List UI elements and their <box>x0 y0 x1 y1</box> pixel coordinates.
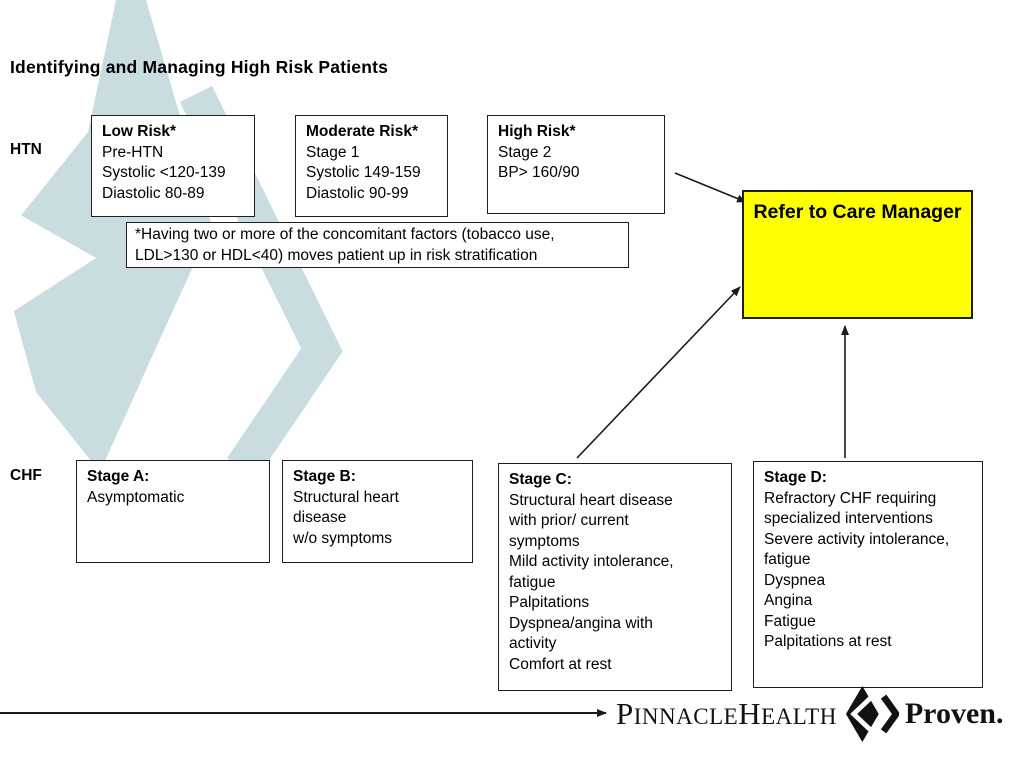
htn-low-risk-box: Low Risk* Pre-HTN Systolic <120-139 Dias… <box>91 115 255 217</box>
brand-pinnaclehealth-wordmark: PINNACLEHEALTH <box>616 696 837 731</box>
chf-stage-d-body: Refractory CHF requiring specialized int… <box>764 489 950 651</box>
htn-low-risk-title: Low Risk* <box>102 123 177 140</box>
htn-moderate-risk-title: Moderate Risk* <box>306 123 418 140</box>
htn-moderate-risk-body: Stage 1 Systolic 149-159 Diastolic 90-99 <box>306 143 421 202</box>
chf-stage-b-body: Structural heart disease w/o symptoms <box>293 488 399 547</box>
chf-stage-c-box: Stage C: Structural heart disease with p… <box>498 463 732 691</box>
pinnaclehealth-diamond-icon <box>845 686 899 742</box>
chf-row-label: CHF <box>10 467 42 484</box>
brand-proven-wordmark: Proven. <box>904 697 1004 730</box>
chf-stage-a-title: Stage A: <box>87 468 150 485</box>
chf-stage-b-box: Stage B: Structural heart disease w/o sy… <box>282 460 473 563</box>
htn-moderate-risk-box: Moderate Risk* Stage 1 Systolic 149-159 … <box>295 115 448 217</box>
htn-row-label: HTN <box>10 141 42 158</box>
risk-footnote-text: *Having two or more of the concomitant f… <box>135 226 555 264</box>
chf-stage-b-title: Stage B: <box>293 468 356 485</box>
arrow-stagec-to-refer <box>576 286 741 459</box>
chf-stage-a-box: Stage A: Asymptomatic <box>76 460 270 563</box>
footer-brand: PINNACLEHEALTH Proven. <box>616 686 1020 742</box>
refer-to-care-manager-box: Refer to Care Manager <box>742 190 973 319</box>
chf-stage-d-title: Stage D: <box>764 469 827 486</box>
htn-high-risk-box: High Risk* Stage 2 BP> 160/90 <box>487 115 665 214</box>
refer-to-care-manager-label: Refer to Care Manager <box>753 201 962 223</box>
htn-low-risk-body: Pre-HTN Systolic <120-139 Diastolic 80-8… <box>102 143 226 202</box>
page-title: Identifying and Managing High Risk Patie… <box>10 57 389 77</box>
chf-stage-c-body: Structural heart disease with prior/ cur… <box>509 491 674 673</box>
arrow-highrisk-to-refer <box>674 172 747 203</box>
chf-stage-d-box: Stage D: Refractory CHF requiring specia… <box>753 461 983 688</box>
chf-stage-c-title: Stage C: <box>509 471 572 488</box>
htn-high-risk-body: Stage 2 BP> 160/90 <box>498 143 580 182</box>
htn-high-risk-title: High Risk* <box>498 123 576 140</box>
risk-footnote-box: *Having two or more of the concomitant f… <box>126 222 629 268</box>
chf-stage-a-body: Asymptomatic <box>87 488 185 506</box>
